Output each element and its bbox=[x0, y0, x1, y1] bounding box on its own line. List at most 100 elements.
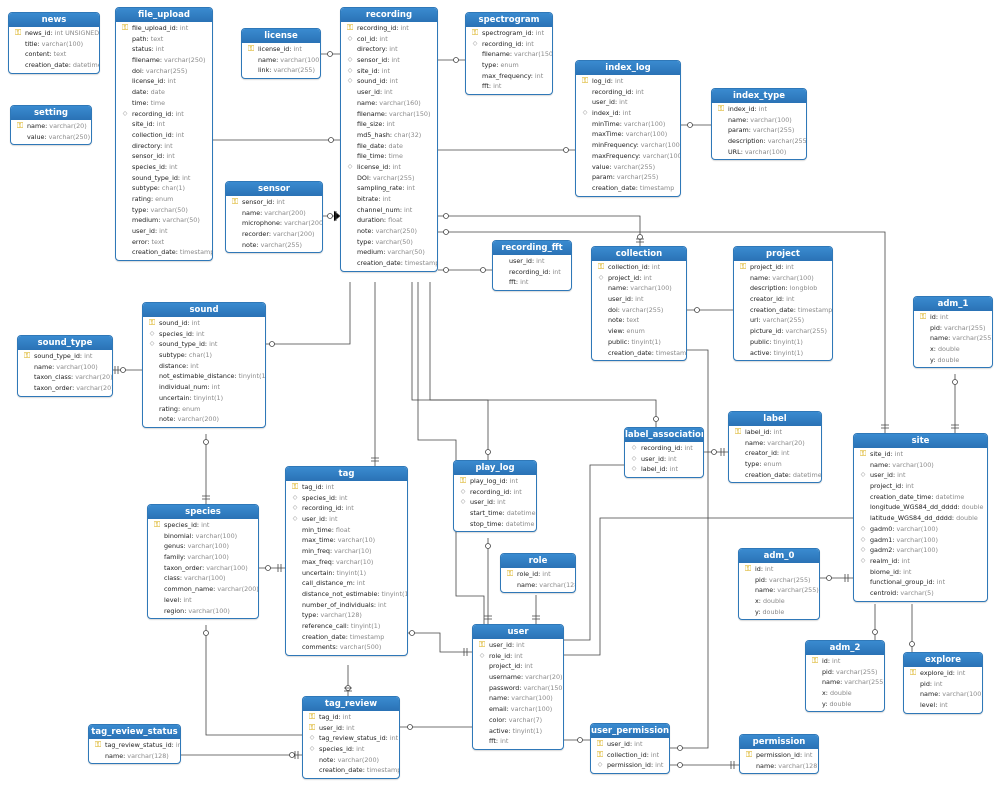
column-type: varchar(128) bbox=[320, 611, 362, 620]
column-name: active bbox=[750, 348, 770, 357]
key-icon: ⚿ bbox=[291, 482, 299, 491]
column-type: varchar(10) bbox=[334, 547, 372, 556]
column-name: sampling_rate bbox=[357, 184, 403, 193]
rel-recording-site bbox=[438, 231, 886, 433]
column-row: type:varchar(50) bbox=[116, 205, 212, 216]
column-name: note bbox=[159, 415, 174, 424]
column-type: char(1) bbox=[188, 351, 213, 360]
table-tag-review[interactable]: tag_review⚿tag_id:int⚿user_id:int◇tag_re… bbox=[302, 696, 400, 780]
column-row: taxon_order:varchar(100) bbox=[148, 563, 258, 574]
column-row: ⚿project_id:int bbox=[734, 262, 832, 273]
table-tag[interactable]: tag⚿tag_id:int◇species_id:int◇recording_… bbox=[285, 466, 408, 656]
column-separator: : bbox=[650, 761, 654, 770]
key-icon: ⚿ bbox=[596, 739, 604, 748]
column-separator: : bbox=[402, 184, 405, 193]
column-type: varchar(200) bbox=[337, 755, 380, 764]
column-separator: : bbox=[50, 29, 53, 37]
column-row: content:text bbox=[9, 49, 99, 60]
table-user-permission[interactable]: user_permission⚿user_id:int⚿collection_i… bbox=[590, 723, 670, 775]
column-type: varchar(20) bbox=[767, 438, 805, 447]
column-separator: : bbox=[379, 88, 383, 97]
column-separator: : bbox=[377, 66, 380, 75]
column-separator: : bbox=[332, 568, 335, 577]
column-separator: : bbox=[183, 553, 186, 562]
table-tag-review-status[interactable]: tag_review_status⚿tag_review_status_id:i… bbox=[88, 724, 181, 765]
column-row: file_time:time bbox=[341, 151, 437, 162]
column-type: varchar(255) bbox=[944, 323, 986, 332]
table-setting[interactable]: setting⚿name:varchar(20)value:varchar(25… bbox=[10, 105, 92, 146]
column-name: collection_id bbox=[132, 130, 172, 139]
table-collection[interactable]: collection⚿collection_id:int◇project_id:… bbox=[591, 246, 687, 362]
column-row: ◇species_id:int bbox=[303, 744, 399, 755]
column-row: ⚿id:int bbox=[806, 656, 884, 667]
column-name: recording_id bbox=[509, 267, 549, 276]
column-separator: : bbox=[519, 683, 522, 692]
key-icon: ⚿ bbox=[459, 476, 467, 485]
foreign-key-icon: ◇ bbox=[860, 546, 866, 554]
column-row: path:text bbox=[116, 34, 212, 45]
column-type: varchar(255) bbox=[767, 137, 806, 146]
key-icon: ⚿ bbox=[745, 750, 753, 759]
column-name: creation_date bbox=[357, 259, 401, 268]
column-type: varchar(500) bbox=[339, 643, 382, 652]
column-row: ◇recording_id:int bbox=[466, 39, 552, 50]
column-separator: : bbox=[892, 546, 895, 555]
column-name: note bbox=[242, 240, 257, 249]
column-separator: : bbox=[629, 740, 633, 748]
column-name: pid bbox=[930, 323, 940, 332]
foreign-key-icon: ◇ bbox=[860, 556, 866, 564]
column-type: varchar(200) bbox=[284, 219, 322, 228]
column-separator: : bbox=[150, 195, 154, 203]
column-type: int bbox=[389, 734, 399, 743]
column-name: name bbox=[822, 678, 841, 687]
column-separator: : bbox=[157, 184, 160, 193]
table-spectrogram[interactable]: spectrogram⚿spectrogram_id:int◇recording… bbox=[465, 12, 553, 96]
column-name: recording_id bbox=[132, 109, 172, 118]
table-title: sensor bbox=[226, 182, 322, 196]
column-type: int bbox=[513, 487, 522, 496]
column-type: varchar(100) bbox=[184, 574, 226, 583]
column-row: longitude_WGS84_dd_dddd:double bbox=[854, 502, 987, 513]
column-row: ⚿tag_review_status_id:int bbox=[89, 740, 180, 751]
column-row: comments:varchar(500) bbox=[286, 642, 407, 653]
column-separator: : bbox=[158, 216, 161, 225]
column-row: name:varchar(100) bbox=[18, 362, 112, 373]
column-list: ⚿sound_id:int◇species_id:int◇sound_type_… bbox=[143, 317, 265, 427]
table-play-log[interactable]: play_log⚿play_log_id:int◇recording_id:in… bbox=[453, 460, 537, 533]
column-row: taxon_order:varchar(20) bbox=[18, 383, 112, 394]
column-separator: : bbox=[375, 34, 378, 43]
column-separator: : bbox=[638, 151, 641, 160]
foreign-key-icon: ◇ bbox=[860, 535, 866, 543]
column-separator: : bbox=[289, 45, 292, 53]
table-label-association[interactable]: label_association◇recording_id:int◇user_… bbox=[624, 427, 704, 479]
column-separator: : bbox=[827, 657, 830, 665]
table-sound[interactable]: sound⚿sound_id:int◇species_id:int◇sound_… bbox=[142, 302, 266, 428]
column-separator: : bbox=[897, 556, 900, 565]
column-separator: : bbox=[396, 24, 399, 32]
column-row: note:varchar(255) bbox=[226, 240, 322, 251]
column-row: pid:int bbox=[904, 679, 982, 690]
column-row: uncertain:tinyint(1) bbox=[143, 393, 265, 404]
